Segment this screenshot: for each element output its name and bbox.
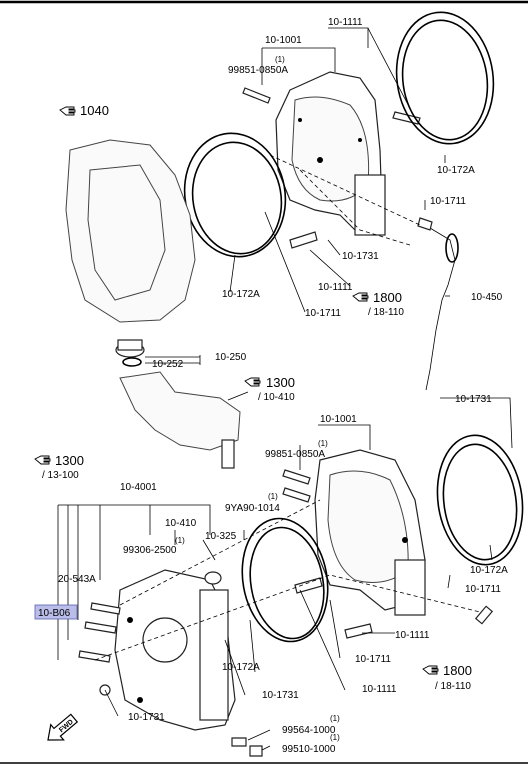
- lower-studs: [282, 469, 373, 639]
- label-10-1111-c: 10-1111: [362, 684, 397, 695]
- label-10-172A-b: 10-172A: [222, 289, 260, 300]
- lower-oring-right-outer: [436, 434, 524, 566]
- label-9YA90: 9YA90-1014: [225, 503, 280, 514]
- label-10-B06[interactable]: 10-B06: [38, 608, 71, 619]
- lower-rotor-housing: [314, 449, 426, 616]
- highlight-box[interactable]: [34, 604, 78, 620]
- label-99306: 99306-2500: [123, 545, 177, 556]
- part-labels: 10-1111 10-1001 (1) 99851-0850A 1040 10-…: [34, 17, 508, 755]
- rear-studs: [78, 602, 121, 663]
- label-18-110-b[interactable]: / 18-110: [435, 681, 471, 692]
- label-10-4001: 10-4001: [120, 482, 157, 493]
- label-10-1711-d: 10-1711: [465, 584, 501, 595]
- pointing-hand-icon: [244, 377, 261, 387]
- label-1040[interactable]: 1040: [80, 103, 109, 118]
- label-18-110-a[interactable]: / 18-110: [368, 307, 404, 318]
- label-10-450: 10-450: [471, 292, 503, 303]
- pointing-hand-icon: [352, 292, 369, 302]
- lower-oring-left-outer: [241, 517, 329, 643]
- label-qty-a: (1): [275, 55, 285, 64]
- label-qty-d: (1): [175, 536, 185, 545]
- label-10-172A-c: 10-172A: [222, 662, 260, 673]
- label-10-172A-a: 10-172A: [437, 165, 475, 176]
- small-fittings: [99, 571, 494, 757]
- label-10-1111-d: 10-1111: [395, 630, 430, 641]
- rear-end-housing: [114, 569, 236, 731]
- label-qty-e: (1): [330, 714, 340, 723]
- label-1800-b[interactable]: 1800: [443, 663, 472, 678]
- upper-oring-right-outer: [395, 11, 495, 145]
- pointing-hand-icon: [34, 455, 51, 465]
- label-10-252: 10-252: [152, 359, 184, 370]
- upper-rotor-housing: [275, 71, 386, 236]
- label-10-410-a[interactable]: / 10-410: [258, 392, 295, 403]
- label-10-1711-a: 10-1711: [430, 196, 466, 207]
- oil-filler-pipe: [119, 371, 241, 469]
- label-10-1731-d: 10-1731: [128, 712, 165, 723]
- label-10-1731-b: 10-1731: [455, 394, 492, 405]
- label-99510: 99510-1000: [282, 744, 336, 755]
- label-10-172A-d: 10-172A: [470, 565, 508, 576]
- label-1300-b[interactable]: 1300: [55, 453, 84, 468]
- lower-oring-left-inner: [249, 526, 325, 640]
- label-10-1111-a: 10-1111: [328, 17, 363, 28]
- label-10-250: 10-250: [215, 352, 247, 363]
- label-99851-b: 99851-0850A: [265, 449, 325, 460]
- upper-studs: [242, 87, 421, 249]
- dipstick: [417, 217, 459, 391]
- lower-oring-right-inner: [442, 443, 518, 561]
- pointing-hand-icon: [59, 106, 76, 116]
- pointing-hand-icon: [422, 665, 439, 675]
- label-10-1731-c: 10-1731: [262, 690, 299, 701]
- label-99564: 99564-1000: [282, 725, 336, 736]
- leader-lines: [57, 27, 513, 751]
- label-10-1711-c: 10-1711: [355, 654, 391, 665]
- label-10-1001-a: 10-1001: [265, 35, 302, 46]
- label-qty-c: (1): [268, 492, 278, 501]
- front-cover: [65, 139, 196, 323]
- forward-arrow-icon: FWD: [47, 713, 79, 741]
- label-20-543A: 20-543A: [58, 574, 96, 585]
- label-1300-a[interactable]: 1300: [266, 375, 295, 390]
- label-10-410-b: 10-410: [165, 518, 197, 529]
- label-qty-f: (1): [330, 733, 340, 742]
- label-10-1711-b: 10-1711: [305, 308, 341, 319]
- upper-oring-left-inner: [191, 141, 283, 255]
- upper-oring-right-inner: [401, 19, 489, 141]
- label-13-100[interactable]: / 13-100: [42, 470, 79, 481]
- label-10-1001-b: 10-1001: [320, 414, 357, 425]
- label-10-1111-b: 10-1111: [318, 282, 353, 293]
- label-1800-a[interactable]: 1800: [373, 290, 402, 305]
- oil-filler-cap: [115, 339, 145, 367]
- label-99851-a: 99851-0850A: [228, 65, 288, 76]
- label-qty-b: (1): [318, 439, 328, 448]
- label-10-1731-a: 10-1731: [342, 251, 379, 262]
- label-10-325: 10-325: [205, 531, 237, 542]
